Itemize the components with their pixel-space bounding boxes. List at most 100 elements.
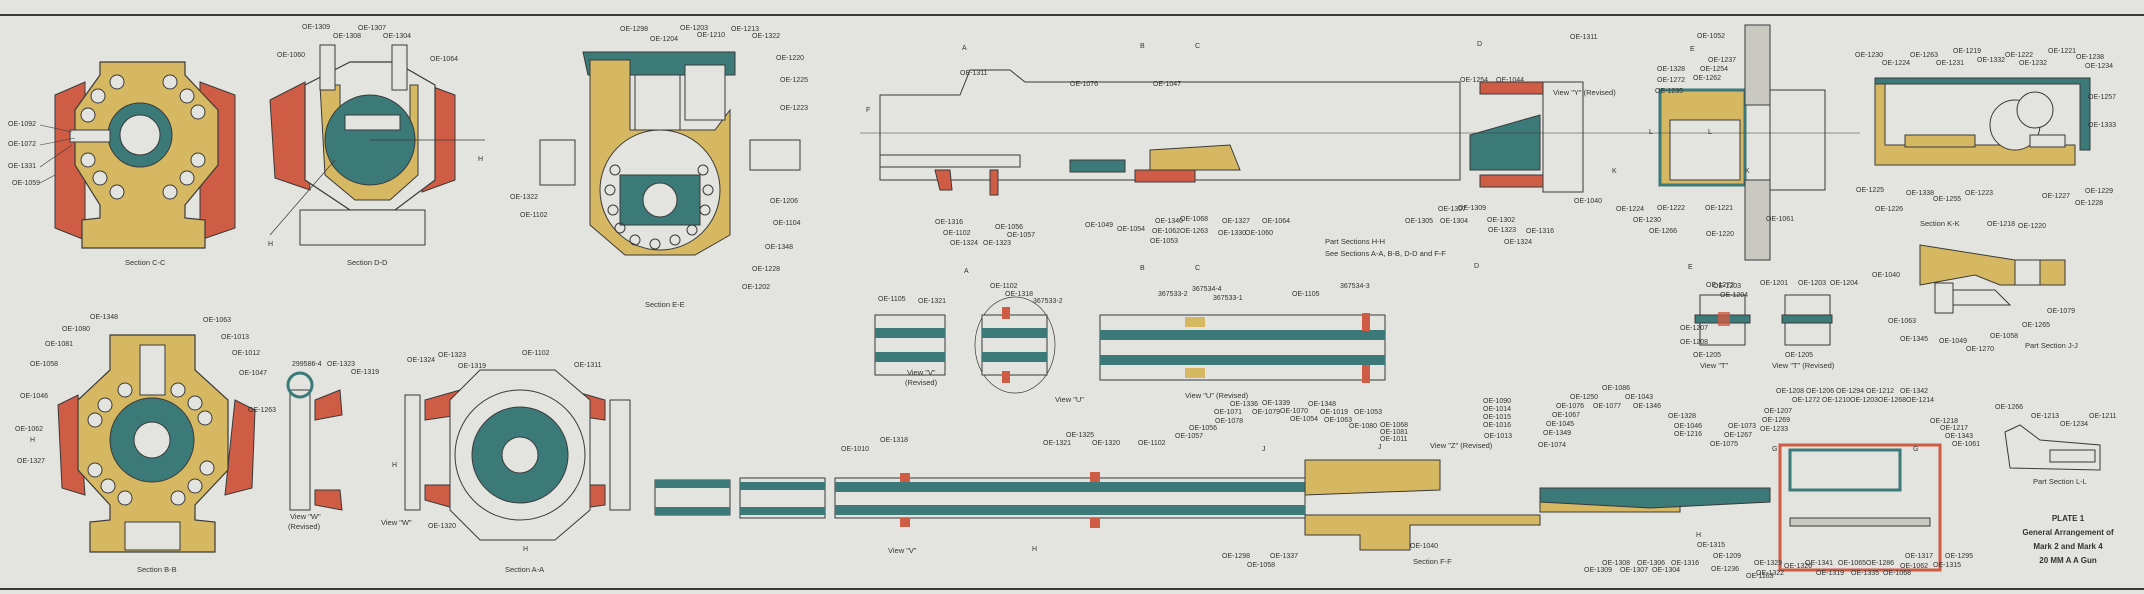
part-label: OE-1010 — [841, 446, 870, 453]
part-label: OE-1068 — [1180, 216, 1209, 223]
section-marker: J — [1378, 444, 1382, 451]
part-label: OE-1263 — [1910, 52, 1939, 59]
section-marker: H — [30, 437, 36, 444]
part-label: OE-1229 — [2085, 188, 2114, 195]
part-label: OE-1304 — [383, 33, 412, 40]
section-marker: H — [1032, 546, 1038, 553]
part-label: OE-1214 — [1906, 397, 1935, 404]
part-sections-h-h-drawing — [860, 24, 1860, 261]
part-label: OE-1250 — [1570, 394, 1599, 401]
part-label: OE-1011 — [1380, 436, 1408, 443]
part-label: OE-1057 — [1007, 232, 1036, 239]
part-label: OE-1257 — [2088, 94, 2117, 101]
part-label: OE-1062 — [15, 426, 44, 433]
part-label: OE-1232 — [2019, 60, 2048, 67]
section-marker: C — [1195, 265, 1201, 272]
section-b-b-drawing — [57, 334, 256, 553]
section-caption: Section K-K — [1920, 219, 1960, 228]
part-label: OE-1064 — [1262, 218, 1291, 225]
part-label: OE-1210 — [697, 32, 726, 39]
part-label: OE-1224 — [1616, 206, 1645, 213]
section-caption: Section D-D — [347, 258, 388, 267]
view-caption: (Revised) — [905, 378, 938, 387]
view-caption: View "V" — [907, 368, 936, 377]
part-label: OE-1315 — [1933, 562, 1962, 569]
part-label: OE-1046 — [20, 393, 49, 400]
part-section-l-l-drawing — [2004, 424, 2101, 471]
part-label: OE-1272 — [1657, 77, 1686, 84]
section-caption: Section B-B — [137, 565, 177, 574]
part-label: OE-1040 — [1574, 198, 1603, 205]
part-label: OE-1233 — [1760, 426, 1789, 433]
part-label: OE-1207 — [1764, 408, 1793, 415]
part-label: OE-1326 — [1784, 563, 1813, 570]
part-label: OE-1340 — [1155, 218, 1184, 225]
section-marker: K — [1745, 168, 1750, 175]
part-label: OE-1019 — [1320, 409, 1349, 416]
part-label: OE-1102 — [522, 350, 550, 357]
part-label: OE-1268 — [1878, 397, 1907, 404]
part-section-j-j-drawing — [1919, 244, 2066, 314]
part-label: OE-1223 — [1965, 190, 1994, 197]
part-label: OE-1092 — [8, 121, 37, 128]
part-label: OE-1062 — [1900, 563, 1929, 570]
part-label: OE-1238 — [2076, 54, 2105, 61]
part-label: OE-1068 — [1883, 570, 1912, 577]
top-border — [0, 14, 2144, 16]
section-marker: H — [478, 156, 484, 163]
part-label: OE-1056 — [995, 224, 1024, 231]
part-label: OE-1327 — [17, 458, 46, 465]
part-label: OE-1316 — [1526, 228, 1555, 235]
part-label: OE-1071 — [1214, 409, 1243, 416]
part-label: OE-1086 — [1602, 385, 1631, 392]
part-label: OE-1211 — [2089, 413, 2117, 420]
part-label: OE-1208 — [1680, 339, 1709, 346]
part-label: OE-1237 — [1708, 57, 1737, 64]
part-label: OE-1213 — [2031, 413, 2060, 420]
part-label: OE-1053 — [1354, 409, 1383, 416]
part-label: OE-1217 — [1940, 425, 1969, 432]
part-label: OE-1286 — [1866, 560, 1895, 567]
part-label: OE-1336 — [1230, 401, 1259, 408]
part-label: OE-1070 — [1280, 408, 1309, 415]
part-label: OE-1263 — [248, 407, 277, 414]
part-label: OE-1266 — [1995, 404, 2024, 411]
part-label: OE-1234 — [2060, 421, 2089, 428]
part-label: OE-1080 — [1349, 423, 1378, 430]
section-f-f-drawing — [654, 443, 1942, 572]
plate-number: PLATE 1 — [2051, 514, 2085, 523]
part-label: OE-1219 — [1953, 48, 1982, 55]
part-label: OE-1304 — [1440, 218, 1469, 225]
part-label: OE-1225 — [1856, 187, 1885, 194]
part-label: OE-1319 — [351, 369, 380, 376]
part-label: OE-1319 — [458, 363, 487, 370]
view-t-drawing — [1694, 294, 1833, 346]
section-marker: D — [1477, 41, 1483, 48]
part-label: OE-1325 — [1066, 432, 1095, 439]
part-label: OE-1212 — [1866, 388, 1895, 395]
section-marker: B — [1140, 43, 1145, 50]
part-label: OE-1254 — [1460, 77, 1489, 84]
part-label: OE-1346 — [1633, 403, 1662, 410]
part-label: 367534-3 — [1340, 283, 1370, 290]
part-label: OE-1061 — [1766, 216, 1795, 223]
part-label: OE-1333 — [2088, 122, 2117, 129]
part-label: OE-1298 — [620, 26, 649, 33]
part-label: OE-1075 — [1710, 441, 1739, 448]
part-label: 367534-4 — [1192, 286, 1222, 293]
part-label: OE-1059 — [12, 180, 41, 187]
part-label: OE-1206 — [1806, 388, 1835, 395]
part-label: OE-1224 — [1882, 60, 1911, 67]
part-label: OE-1269 — [1762, 417, 1791, 424]
part-label: OE-1311 — [1570, 34, 1598, 41]
view-caption: View "Z" (Revised) — [1430, 441, 1493, 450]
part-label: OE-1295 — [1945, 553, 1974, 560]
part-label: OE-1342 — [1900, 388, 1929, 395]
part-label: OE-1044 — [1496, 77, 1525, 84]
section-marker: H — [1696, 532, 1702, 539]
part-label: OE-1235 — [1655, 88, 1684, 95]
part-label: OE-1262 — [1693, 75, 1722, 82]
part-label: OE-1046 — [1674, 423, 1703, 430]
section-marker: E — [1688, 264, 1693, 271]
section-marker: L — [1708, 129, 1712, 136]
